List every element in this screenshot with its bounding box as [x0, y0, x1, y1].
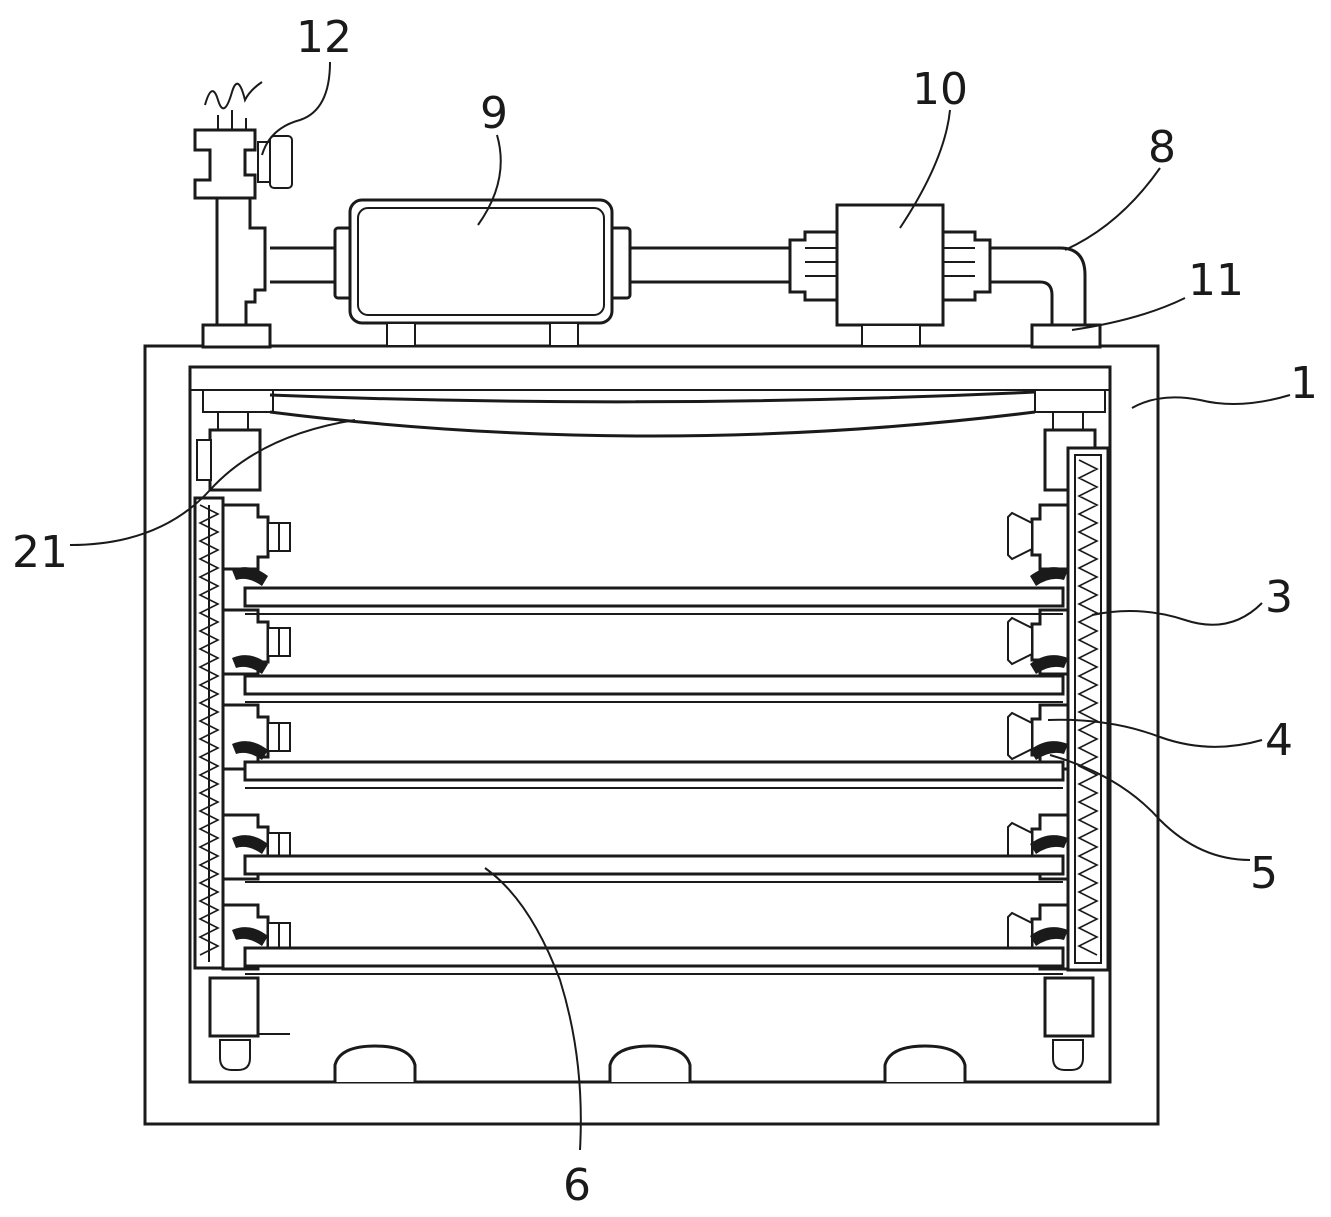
- right-clamp: [1030, 741, 1068, 760]
- shelf-tray: [243, 854, 1065, 876]
- left-bracket: [221, 503, 270, 571]
- label-6: 6: [563, 1160, 591, 1211]
- label-5: 5: [1250, 848, 1278, 899]
- label-12: 12: [296, 12, 352, 63]
- label-10: 10: [912, 64, 968, 115]
- shelf-rows: [221, 503, 1070, 975]
- label-4: 4: [1265, 715, 1293, 766]
- left-clamp: [232, 835, 268, 854]
- left-clamp: [232, 655, 268, 674]
- shelf-tray: [243, 946, 1065, 968]
- left-column: [193, 428, 290, 1071]
- label-8: 8: [1148, 122, 1176, 173]
- left-clamp: [232, 927, 268, 946]
- right-clamp: [1030, 835, 1068, 854]
- label-1: 1: [1290, 358, 1318, 409]
- shelf-tray: [243, 586, 1065, 608]
- right-cup: [1007, 511, 1033, 561]
- shelf-tray: [243, 760, 1065, 782]
- left-clamp: [232, 567, 268, 586]
- label-9: 9: [480, 88, 508, 139]
- leader-lines: [69, 61, 1291, 1151]
- left-clamp: [232, 741, 268, 760]
- right-clamp: [1030, 655, 1068, 674]
- shelf-tray: [243, 674, 1065, 696]
- unit-9: [333, 198, 632, 347]
- inlet-pipe-valve: [193, 81, 293, 349]
- right-bracket: [1030, 503, 1070, 571]
- label-3: 3: [1265, 572, 1293, 623]
- label-11: 11: [1188, 255, 1244, 306]
- top-distribution-pipe: [202, 389, 1106, 438]
- bottom-feet: [333, 1044, 967, 1082]
- right-column: [1043, 428, 1110, 1071]
- right-clamp: [1030, 927, 1068, 946]
- right-cup: [1007, 711, 1033, 761]
- right-clamp: [1030, 567, 1068, 586]
- label-21: 21: [12, 527, 68, 578]
- callout-labels: 12 9 10 8 11 1 3 4 5 6 21: [12, 12, 1318, 1211]
- right-cup: [1007, 616, 1033, 666]
- housing: [143, 344, 1160, 1126]
- top-pipes: [270, 246, 1102, 349]
- unit-10: [788, 203, 992, 347]
